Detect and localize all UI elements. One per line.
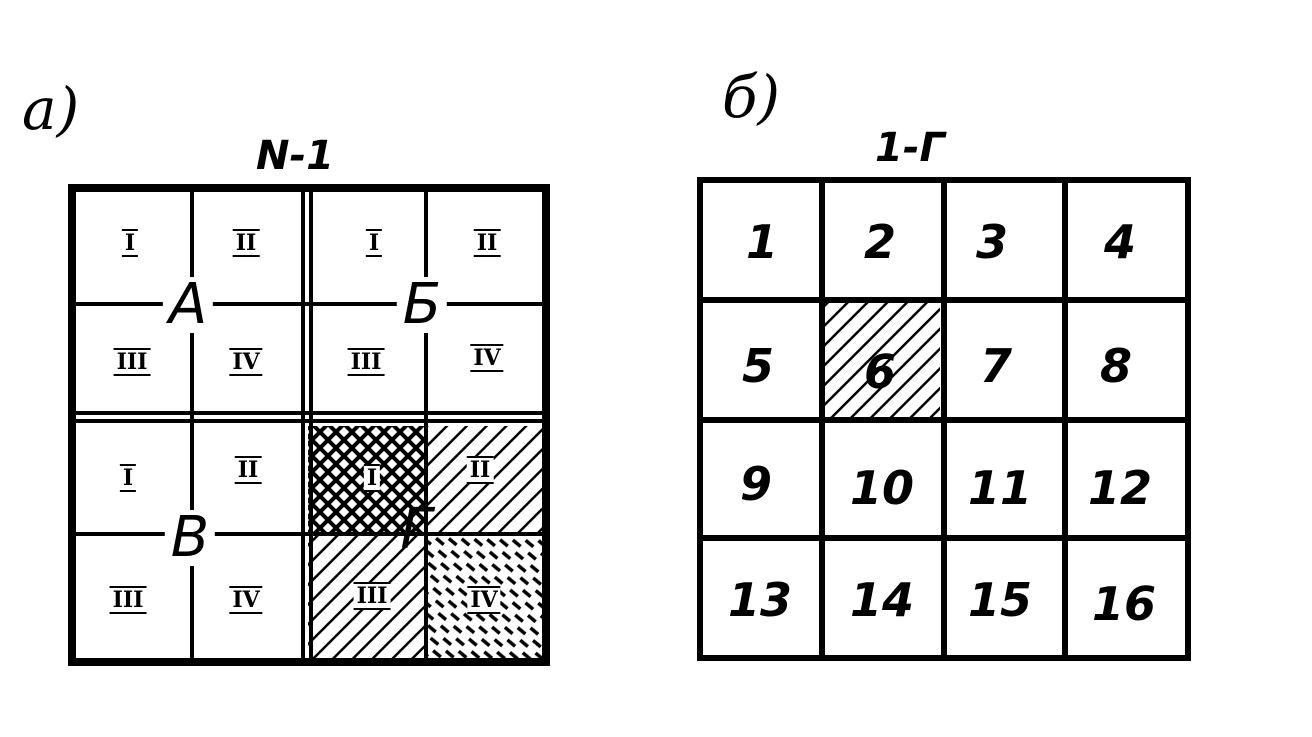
panel-b-title: 1-Г: [875, 125, 945, 171]
quadrant-g-letter: Г: [400, 497, 432, 562]
cell-number: 3: [975, 215, 1009, 269]
cell-a-3: III: [113, 348, 151, 376]
cell-number: 16: [1091, 577, 1157, 631]
cell-number: 8: [1099, 339, 1133, 393]
cell-v-1: I: [119, 464, 137, 492]
quadrant-a-letter: А: [162, 277, 214, 333]
cell-number: 4: [1103, 215, 1137, 269]
quadrant-b-letter: Б: [396, 277, 448, 333]
cell-g-2: II: [466, 456, 494, 484]
cell-number: 10: [849, 461, 915, 515]
cell-b-3: III: [347, 348, 385, 376]
shade-cell-6: [822, 300, 940, 418]
cell-number: 7: [979, 339, 1013, 393]
cell-number: 11: [967, 461, 1033, 515]
cell-number: 13: [727, 573, 793, 627]
cell-g-1: I: [363, 464, 381, 492]
panel-a-title: N-1: [256, 133, 334, 179]
cell-number-highlighted: 6: [863, 345, 897, 399]
cell-b-4: IV: [470, 344, 504, 372]
quadrant-v-letter: В: [164, 510, 216, 566]
cell-b-2: II: [473, 229, 501, 257]
cell-a-1: I: [121, 229, 139, 257]
cell-g-3: III: [353, 582, 391, 610]
panel-a-label: а): [22, 75, 80, 143]
cell-a-2: II: [232, 229, 260, 257]
cell-number: 15: [967, 573, 1033, 627]
cell-number: 12: [1087, 461, 1153, 515]
cell-v-3: III: [109, 586, 147, 614]
cell-v-4: IV: [229, 586, 263, 614]
panel-b-sheet: [697, 177, 1191, 661]
panel-b-label: б): [722, 63, 781, 131]
cell-g-4: IV: [467, 586, 501, 614]
cell-v-2: II: [234, 456, 262, 484]
cell-number: 1: [745, 215, 779, 269]
cell-number: 14: [849, 573, 915, 627]
cell-number: 5: [741, 339, 775, 393]
cell-number: 2: [863, 215, 897, 269]
cell-a-4: IV: [229, 348, 263, 376]
cell-number: 9: [739, 457, 773, 511]
cell-b-1: I: [365, 229, 383, 257]
panel-a-sheet: [68, 184, 550, 666]
